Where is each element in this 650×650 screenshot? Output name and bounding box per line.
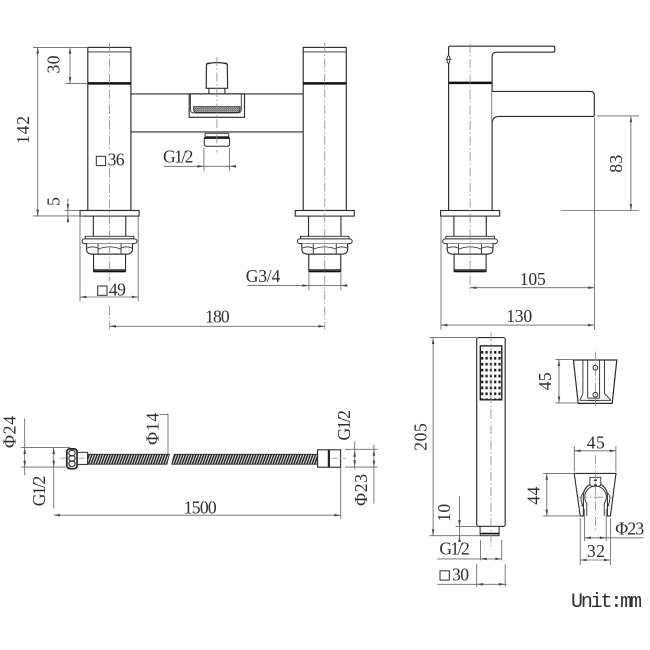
svg-text:1500: 1500 <box>184 498 217 518</box>
svg-text:180: 180 <box>205 307 230 327</box>
svg-text:45: 45 <box>587 432 605 452</box>
svg-text:44: 44 <box>523 486 543 504</box>
svg-text:Φ14: Φ14 <box>143 413 163 445</box>
svg-text:30: 30 <box>44 55 64 73</box>
svg-text:32: 32 <box>587 541 605 561</box>
svg-text:G1/2: G1/2 <box>163 147 194 167</box>
svg-text:205: 205 <box>411 423 431 451</box>
svg-text:G3/4: G3/4 <box>246 266 281 286</box>
svg-text:130: 130 <box>506 306 532 326</box>
svg-text:105: 105 <box>520 269 546 289</box>
svg-text:36: 36 <box>108 150 125 170</box>
svg-text:G1/2: G1/2 <box>29 476 49 507</box>
svg-text:45: 45 <box>535 372 555 390</box>
svg-text:83: 83 <box>606 155 626 173</box>
svg-text:Φ23: Φ23 <box>615 518 644 538</box>
svg-text:30: 30 <box>452 565 469 585</box>
svg-text:10: 10 <box>434 504 454 522</box>
svg-text:49: 49 <box>109 279 126 299</box>
svg-text:Unit:mm: Unit:mm <box>571 591 642 614</box>
svg-text:Φ23: Φ23 <box>351 474 371 506</box>
svg-text:5: 5 <box>44 197 64 206</box>
svg-text:G1/2: G1/2 <box>439 539 470 559</box>
svg-text:142: 142 <box>13 116 33 144</box>
svg-text:Φ24: Φ24 <box>0 416 19 448</box>
svg-text:G1/2: G1/2 <box>334 410 354 441</box>
